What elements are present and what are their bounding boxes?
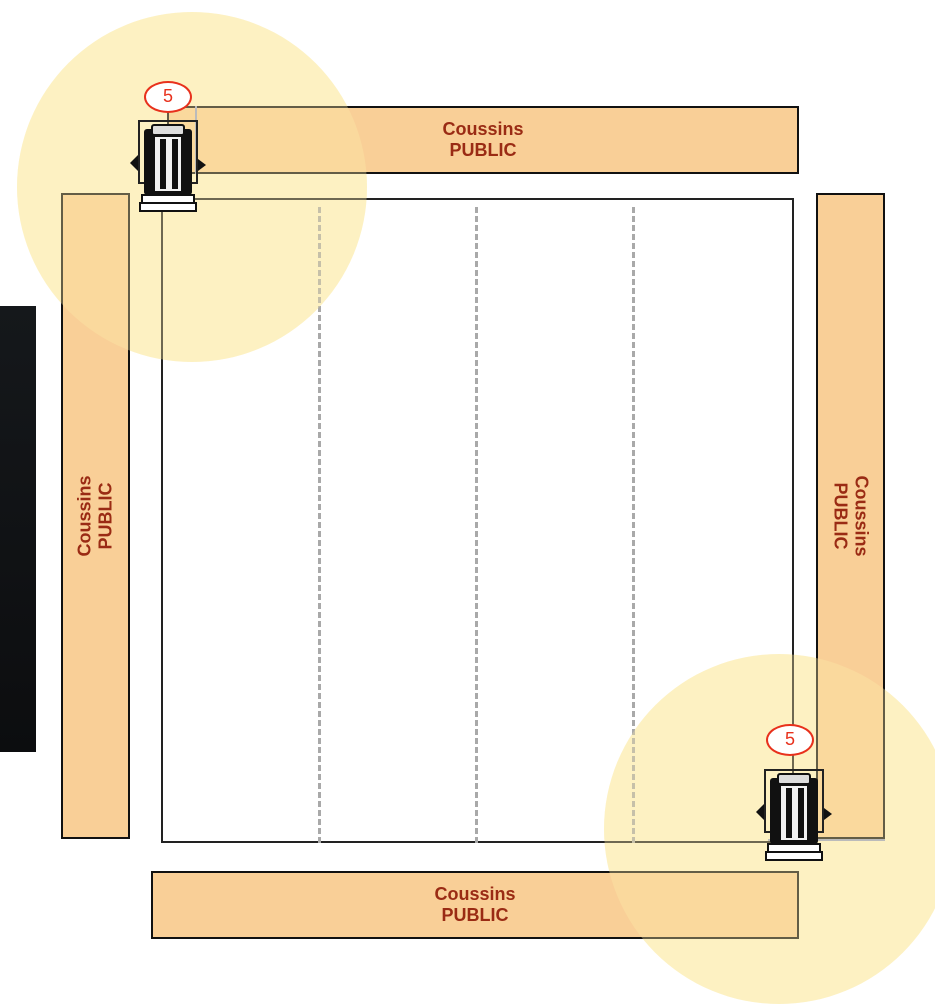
beam-line-bottom	[768, 839, 885, 841]
spotlight-icon	[130, 120, 206, 212]
cushion-top-line2: PUBLIC	[449, 140, 517, 160]
lane-divider-3	[632, 207, 635, 843]
spotlight-fixture-top-left: 5	[128, 81, 208, 215]
cushion-bottom: Coussins PUBLIC	[151, 871, 799, 939]
cushion-top: Coussins PUBLIC	[167, 106, 799, 174]
cushion-bottom-line1: Coussins	[434, 884, 516, 904]
spotlight-fixture-bottom-right: 5	[754, 724, 834, 864]
cushion-left: Coussins PUBLIC	[61, 193, 130, 839]
fixture-number-badge: 5	[144, 81, 192, 113]
spotlight-icon	[756, 769, 832, 861]
cushion-bottom-line2: PUBLIC	[441, 905, 509, 925]
cushion-right: Coussins PUBLIC	[816, 193, 885, 839]
cushion-right-line1: Coussins	[851, 475, 872, 557]
cushion-left-line1: Coussins	[74, 475, 95, 557]
lane-divider-1	[318, 207, 321, 843]
cushion-top-line1: Coussins	[442, 119, 524, 139]
lane-divider-2	[475, 207, 478, 843]
fixture-number-badge: 5	[766, 724, 814, 756]
cushion-right-line2: PUBLIC	[830, 482, 851, 550]
dark-backdrop-panel	[0, 306, 36, 752]
cushion-left-line2: PUBLIC	[95, 482, 116, 550]
